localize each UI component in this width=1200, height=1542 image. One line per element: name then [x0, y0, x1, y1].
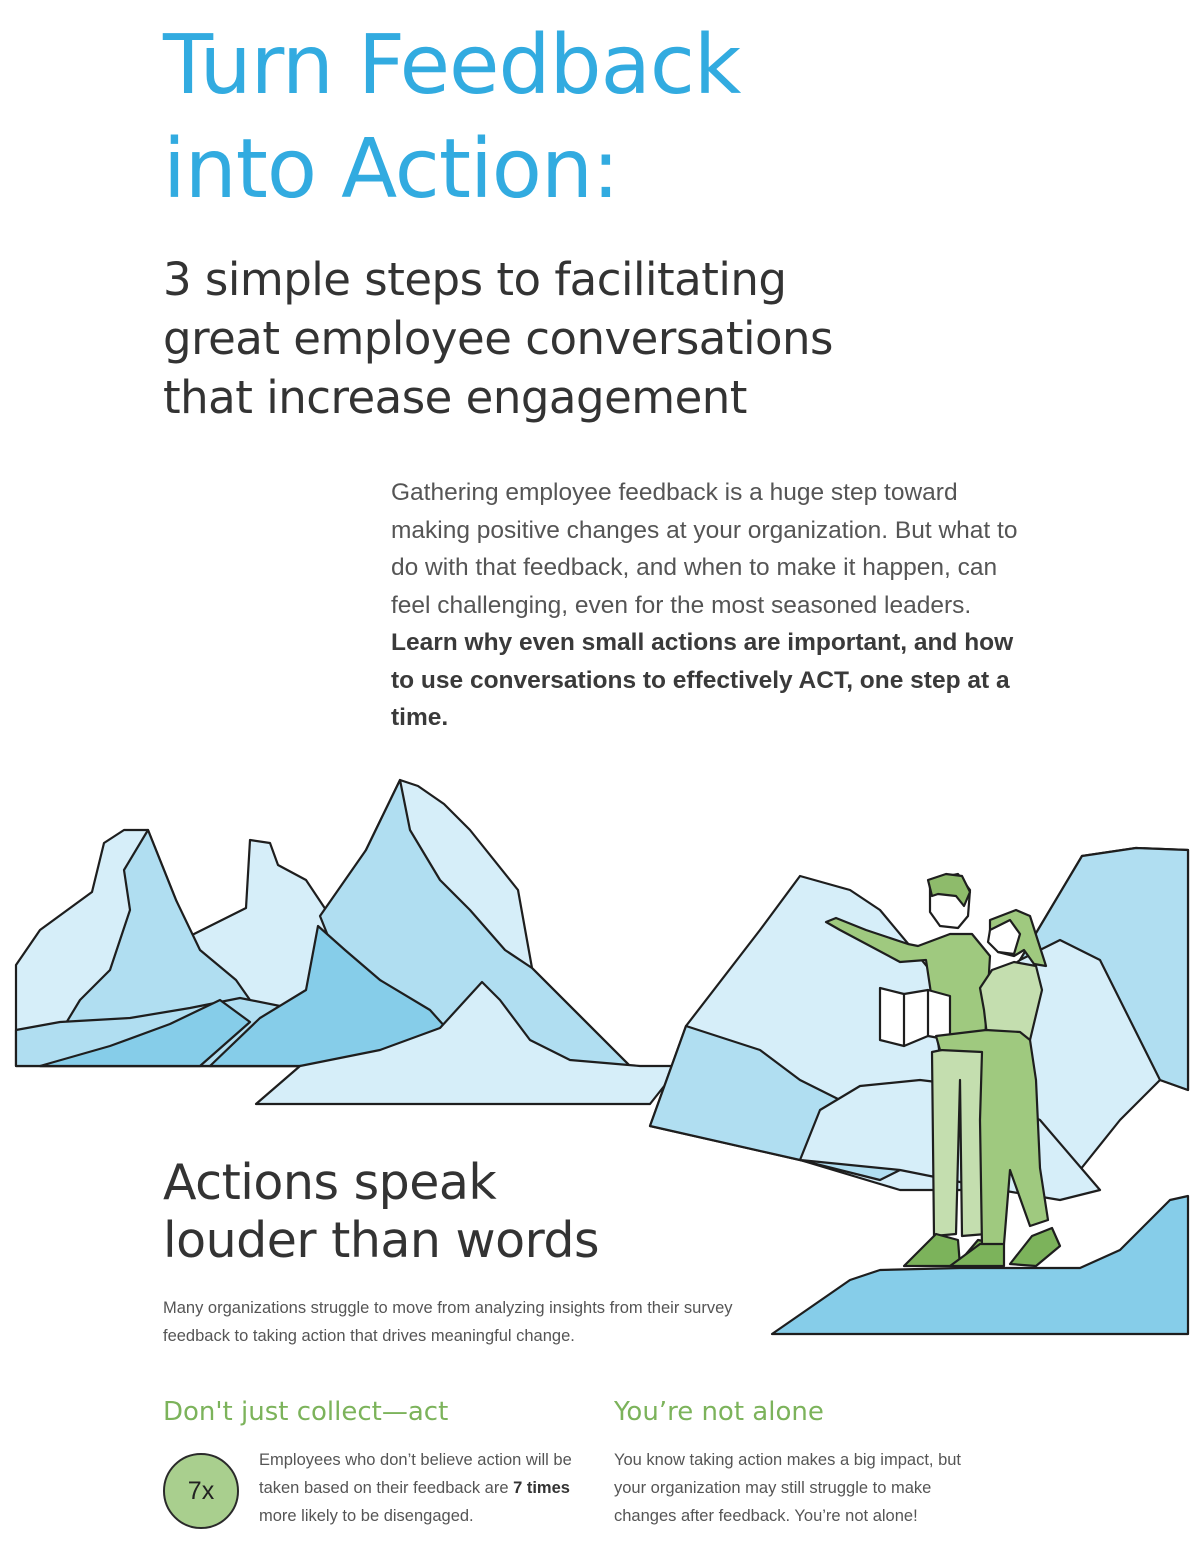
section-body: Many organizations struggle to move from…	[163, 1299, 733, 1345]
mountains-illustration	[14, 778, 1190, 1336]
col-left-body-bold: 7 times	[513, 1479, 570, 1497]
col-right-body: You know taking action makes a big impac…	[614, 1451, 962, 1525]
section-title: Actions speak louder than words	[163, 1154, 600, 1270]
mountain-foreground-dark	[770, 1194, 1190, 1336]
page-subtitle: 3 simple steps to facilitating great emp…	[163, 250, 834, 427]
col-right-heading: You’re not alone	[614, 1397, 824, 1427]
stat-badge: 7x	[163, 1453, 239, 1529]
intro-text: Gathering employee feedback is a huge st…	[391, 479, 1018, 619]
intro-paragraph: Gathering employee feedback is a huge st…	[391, 474, 1041, 737]
col-left-body: Employees who don’t believe action will …	[259, 1446, 589, 1530]
people-figures	[824, 872, 1062, 1268]
section-title-line-1: Actions speak	[163, 1154, 497, 1211]
subtitle-line-1: 3 simple steps to facilitating	[163, 253, 787, 306]
page-title-line-2: into Action:	[163, 122, 620, 217]
col-left-body-text: Employees who don’t believe action will …	[259, 1451, 572, 1497]
page-title: Turn Feedback into Action:	[163, 14, 741, 222]
section-title-line-2: louder than words	[163, 1212, 600, 1269]
subtitle-line-2: great employee conversations	[163, 312, 834, 365]
mountain-left-dark	[38, 998, 252, 1068]
col-left-body-end: more likely to be disengaged.	[259, 1507, 474, 1525]
mountain-right-tall	[1018, 846, 1190, 1092]
intro-bold-text: Learn why even small actions are importa…	[391, 629, 1014, 731]
col-left-heading: Don't just collect—act	[163, 1397, 449, 1427]
subtitle-line-3: that increase engagement	[163, 371, 747, 424]
page-title-line-1: Turn Feedback	[163, 18, 741, 113]
